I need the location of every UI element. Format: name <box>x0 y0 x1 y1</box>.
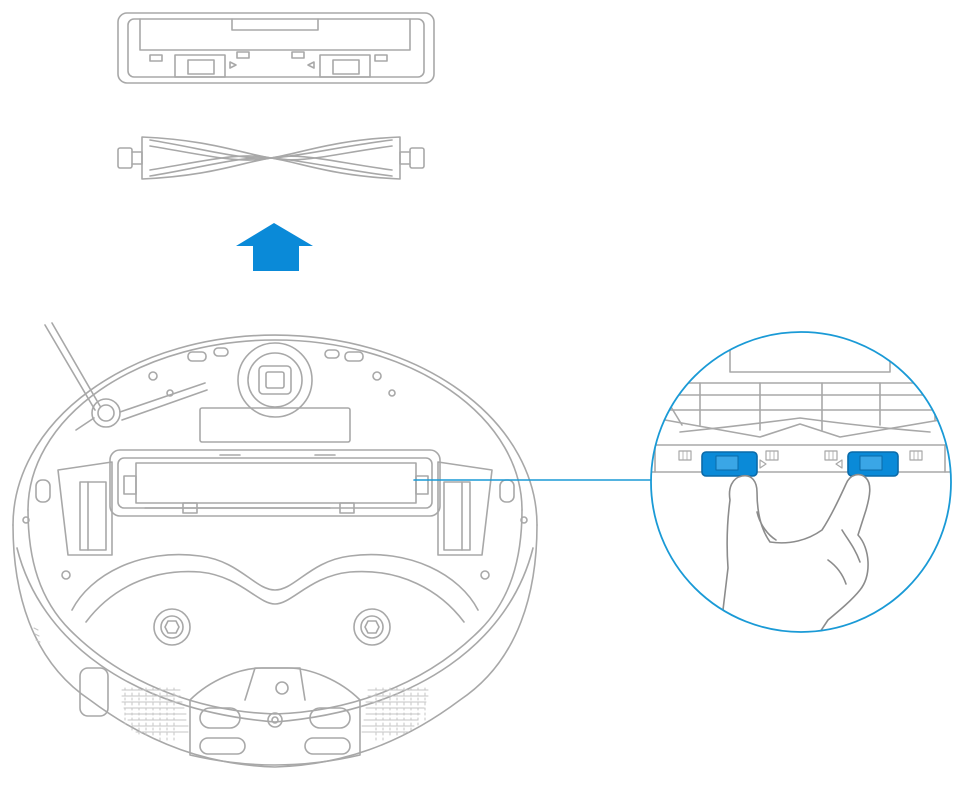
speaker-grille-right <box>361 687 429 741</box>
mop-mount-right <box>353 608 391 646</box>
side-brush-icon <box>44 322 208 431</box>
roller-brush-icon <box>117 136 425 180</box>
robot-vacuum-icon <box>12 322 538 768</box>
latch-right <box>847 451 899 477</box>
magnifier-callout-icon <box>650 331 952 633</box>
mop-mount-left <box>153 608 191 646</box>
hand-icon <box>719 473 871 632</box>
brush-cover-icon <box>117 12 435 84</box>
latch-left <box>701 451 758 477</box>
speaker-grille-left <box>121 687 189 741</box>
arrow-up-icon <box>236 223 313 271</box>
